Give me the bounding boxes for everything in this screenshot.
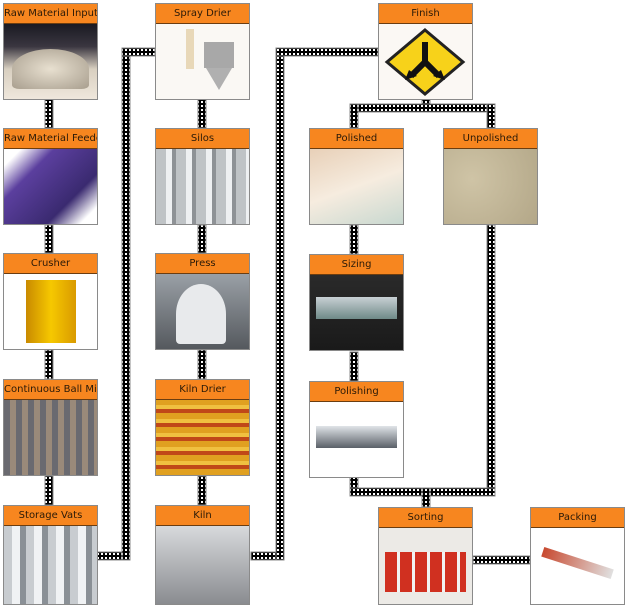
sorting-line-image — [379, 528, 472, 604]
node-continuous-ball-mill: Continuous Ball Mill — [3, 379, 98, 476]
node-sorting: Sorting — [378, 507, 473, 605]
ball-mill-image — [4, 400, 97, 475]
node-kiln-drier: Kiln Drier — [155, 379, 250, 476]
connector-to-sorting — [421, 487, 431, 508]
packing-machine-image — [531, 528, 624, 604]
feeder-machine-image — [4, 149, 97, 224]
gravel-pile-image — [4, 24, 97, 99]
kiln-image — [156, 526, 249, 604]
node-label: Kiln Drier — [156, 380, 249, 400]
connector-unpolished-down — [486, 224, 496, 497]
node-label: Packing — [531, 508, 624, 528]
connector-spray-silos — [197, 98, 207, 129]
unpolished-tile-image — [444, 149, 537, 224]
node-label: Raw Material Feeder — [4, 129, 97, 149]
sizing-machine-image — [310, 275, 403, 350]
node-label: Kiln — [156, 506, 249, 526]
node-label: Silos — [156, 129, 249, 149]
connector-to-unpolished — [486, 103, 496, 129]
connector-silos-press — [197, 224, 207, 254]
node-polished: Polished — [309, 128, 404, 225]
node-label: Crusher — [4, 254, 97, 274]
node-packing: Packing — [530, 507, 625, 605]
node-label: Sizing — [310, 255, 403, 275]
press-machine-image — [156, 274, 249, 349]
node-press: Press — [155, 253, 250, 350]
node-finish: Finish — [378, 3, 473, 100]
node-raw-material-feeder: Raw Material Feeder — [3, 128, 98, 225]
connector-input-feeder — [44, 98, 54, 129]
node-label: Press — [156, 254, 249, 274]
silos-image — [156, 149, 249, 224]
connector-mill-vats — [44, 475, 54, 506]
node-label: Unpolished — [444, 129, 537, 149]
connector-crusher-mill — [44, 349, 54, 380]
node-label: Polished — [310, 129, 403, 149]
node-spray-drier: Spray Drier — [155, 3, 250, 100]
polishing-machine-image — [310, 402, 403, 477]
connector-vats-right — [96, 551, 126, 561]
node-sizing: Sizing — [309, 254, 404, 351]
connector-polished-sizing — [349, 224, 359, 255]
fork-road-sign-icon — [379, 24, 472, 99]
connector-to-polished — [349, 103, 359, 129]
node-raw-material-input: Raw Material Input — [3, 3, 98, 100]
connector-kiln-up — [275, 47, 285, 561]
node-label: Spray Drier — [156, 4, 249, 24]
node-kiln: Kiln — [155, 505, 250, 605]
connector-vats-up — [121, 47, 131, 561]
node-unpolished: Unpolished — [443, 128, 538, 225]
node-polishing: Polishing — [309, 381, 404, 478]
node-label: Storage Vats — [4, 506, 97, 526]
connector-finish-split — [349, 103, 496, 113]
spray-drier-diagram-image — [156, 24, 249, 99]
steel-vats-image — [4, 526, 97, 604]
node-label: Polishing — [310, 382, 403, 402]
crusher-machine-image — [4, 274, 97, 349]
connector-to-spray — [121, 47, 156, 57]
connector-kilndrier-kiln — [197, 475, 207, 506]
connector-sizing-polishing — [349, 351, 359, 382]
polished-tile-image — [310, 149, 403, 224]
connector-press-kilndrier — [197, 349, 207, 380]
node-crusher: Crusher — [3, 253, 98, 350]
node-label: Sorting — [379, 508, 472, 528]
node-silos: Silos — [155, 128, 250, 225]
node-storage-vats: Storage Vats — [3, 505, 98, 605]
connector-sorting-packing — [472, 555, 531, 565]
connector-to-finish — [275, 47, 379, 57]
node-label: Continuous Ball Mill — [4, 380, 97, 400]
node-label: Raw Material Input — [4, 4, 97, 24]
node-label: Finish — [379, 4, 472, 24]
kiln-drier-image — [156, 400, 249, 475]
connector-feeder-crusher — [44, 224, 54, 254]
